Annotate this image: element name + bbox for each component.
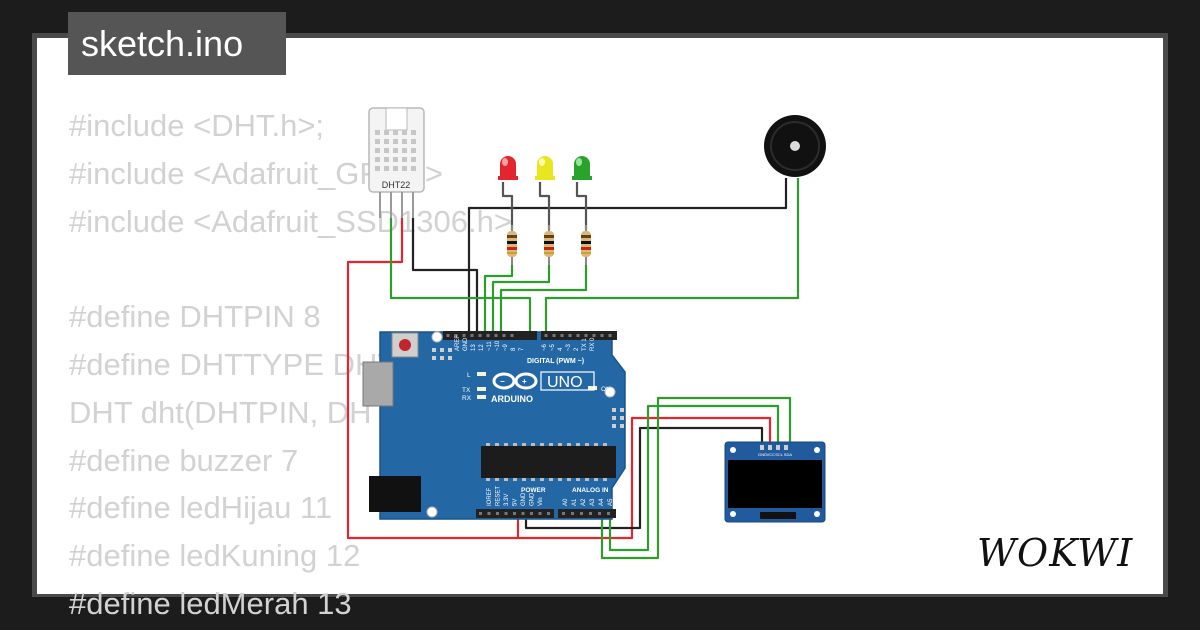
- led-tx-label: TX: [462, 387, 471, 394]
- led-rx-label: RX: [462, 395, 472, 402]
- digital-header-label: DIGITAL (PWM ~): [527, 358, 584, 365]
- resistor-1[interactable]: [507, 225, 517, 265]
- oled-screen: [728, 460, 822, 508]
- pin-label: ~11: [487, 341, 493, 351]
- pin-label: A2: [581, 498, 587, 506]
- usb-port: [362, 361, 394, 407]
- wire-led-yellow-green[interactable]: [491, 265, 551, 335]
- code-line: #include <DHT.h>;: [69, 108, 325, 143]
- wire-buzzer-signal-green[interactable]: [544, 178, 800, 335]
- piezo-buzzer[interactable]: [764, 115, 826, 177]
- pin-label: 3.3V: [504, 494, 510, 506]
- led-on-label: ON: [601, 386, 611, 393]
- pin-label: AREF: [455, 335, 461, 351]
- wire-led-red-lead: [501, 182, 514, 230]
- dht22-label: DHT22: [382, 180, 411, 190]
- pin-label: GND: [530, 492, 536, 506]
- pin-label: RESET: [496, 486, 502, 506]
- led-red[interactable]: [498, 156, 518, 180]
- code-line: #include <Adafruit_SSD1306.h>: [69, 203, 512, 239]
- led-l-label: L: [467, 372, 471, 379]
- pin-label: ~5: [550, 343, 556, 351]
- analog-header-label: ANALOG IN: [572, 487, 609, 494]
- power-header-label: POWER: [521, 487, 546, 494]
- file-name-tab[interactable]: sketch.ino: [68, 12, 286, 75]
- arduino-brand: ARDUINO: [491, 394, 533, 404]
- wire-dht-data-green[interactable]: [389, 218, 532, 335]
- pin-label: 7: [519, 347, 525, 351]
- resistor-3[interactable]: [581, 225, 591, 265]
- code-line: #define buzzer 7: [69, 442, 299, 478]
- wire-led-green-green[interactable]: [499, 265, 588, 335]
- reset-button[interactable]: [391, 332, 419, 358]
- svg-text:WOKWI: WOKWI: [977, 531, 1133, 575]
- simulation-canvas[interactable]: #include <DHT.h>;#include <Adafruit_GFX.…: [37, 38, 1163, 621]
- pin-label: 8: [511, 347, 517, 351]
- analog-header: [558, 509, 616, 518]
- oled-pin-pads: [760, 445, 788, 450]
- digital-header-left: [443, 331, 537, 340]
- wire-dht-gnd-black[interactable]: [411, 218, 479, 335]
- pin-label: ~3: [566, 343, 572, 351]
- wire-led-red-green[interactable]: [483, 265, 514, 335]
- wire-led-yellow-lead: [538, 182, 551, 230]
- pin-label: 4: [558, 347, 564, 351]
- wire-oled-sda-green[interactable]: [600, 396, 792, 560]
- code-line: #define ledMerah 13: [69, 585, 352, 621]
- pin-label: GND: [521, 492, 527, 506]
- svg-text:+: +: [522, 377, 527, 386]
- resistor-2[interactable]: [544, 225, 554, 265]
- wokwi-logo: WOKWI: [977, 531, 1133, 575]
- pin-label: 12: [479, 344, 485, 351]
- pin-label: TX 1: [582, 338, 588, 351]
- power-jack: [369, 476, 421, 512]
- pin-label: 2: [574, 347, 580, 351]
- oled-pin-label: VCC: [767, 452, 776, 457]
- wires: [346, 178, 800, 560]
- pin-label: ~9: [503, 343, 509, 351]
- pin-label: ~10: [495, 340, 501, 351]
- atmega-chip: [481, 446, 616, 478]
- wire-5v-red[interactable]: [346, 218, 520, 540]
- code-line: #define ledKuning 12: [69, 538, 361, 574]
- wire-buzzer-gnd-black[interactable]: [467, 178, 788, 335]
- svg-text:−: −: [500, 377, 505, 386]
- code-line: #define DHTPIN 8: [69, 299, 321, 335]
- pin-label: 13: [471, 344, 477, 351]
- oled-pin-label: GND: [758, 452, 767, 457]
- oled-pin-label: SCL: [775, 452, 784, 457]
- oled-pin-label: SDA: [784, 452, 793, 457]
- icsp-header-top: [432, 348, 452, 360]
- pin-label: A0: [563, 498, 569, 506]
- code-line: #define ledHijau 11: [69, 490, 333, 526]
- pin-label: IOREF: [487, 487, 493, 506]
- pin-label: Vin: [538, 497, 544, 506]
- wire-oled-gnd-black[interactable]: [524, 426, 764, 530]
- pin-label: GND: [463, 337, 469, 351]
- wire-oled-scl-green[interactable]: [608, 404, 780, 552]
- led-green[interactable]: [572, 156, 592, 180]
- pin-label: A5: [608, 498, 614, 506]
- dht22-pins: [379, 192, 414, 218]
- wire-oled-vcc-red[interactable]: [518, 416, 772, 540]
- pin-label: 5V: [513, 499, 519, 506]
- arduino-infinity-logo: [492, 372, 538, 390]
- pin-label: RX 0: [590, 337, 596, 351]
- pin-label: A1: [572, 498, 578, 506]
- led-yellow[interactable]: [535, 156, 555, 180]
- dht22-sensor[interactable]: DHT22: [368, 107, 425, 218]
- wire-led-green-lead: [575, 182, 588, 230]
- arduino-model: UNO: [547, 374, 583, 391]
- pin-label: A4: [599, 498, 605, 506]
- pin-label: A3: [590, 498, 596, 506]
- pin-label: ~6: [542, 343, 548, 351]
- dht22-vent-grid: [375, 130, 416, 171]
- icsp-header-right: [612, 408, 624, 428]
